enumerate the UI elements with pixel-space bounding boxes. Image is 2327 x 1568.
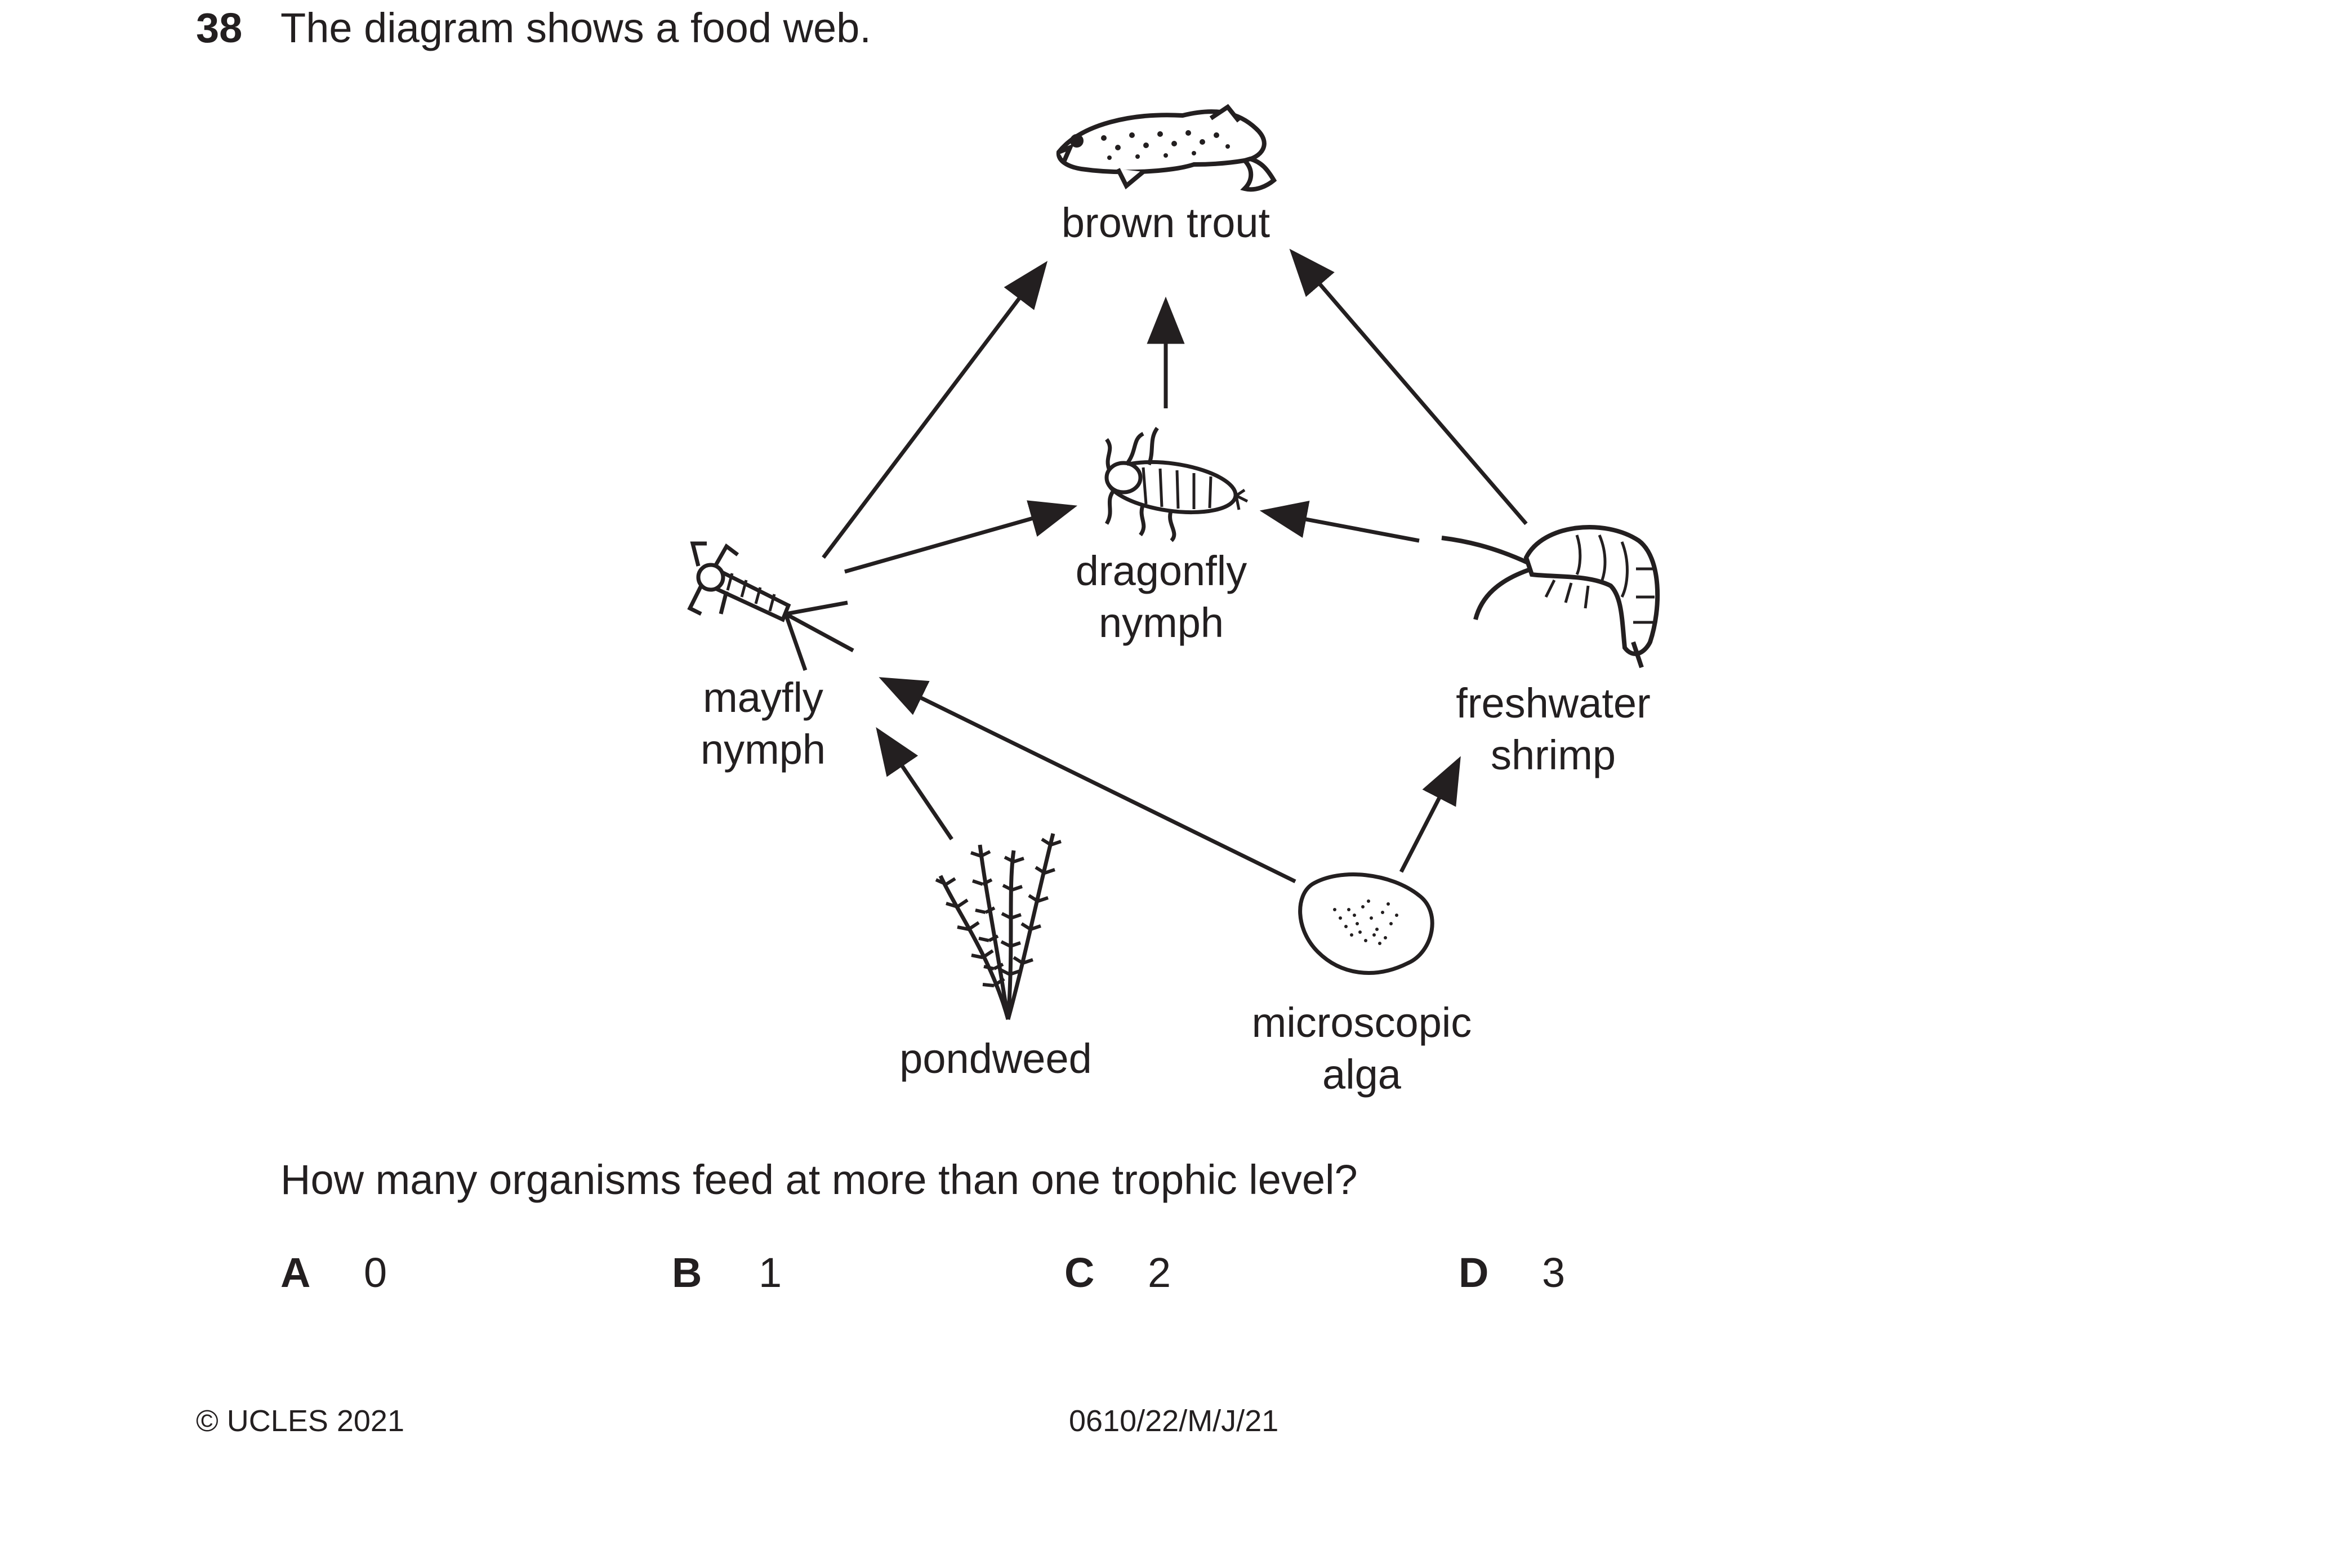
- label-alga-line1: microscopic: [1251, 999, 1472, 1046]
- label-alga-line2: alga: [1322, 1051, 1401, 1098]
- arrow-alga-to-shrimp: [1399, 756, 1461, 873]
- label-shrimp-line2: shrimp: [1490, 732, 1616, 778]
- option-b-letter[interactable]: B: [672, 1249, 702, 1296]
- microscopic-alga-icon: [1298, 872, 1434, 975]
- mayfly-nymph-icon: [687, 541, 854, 671]
- arrow-mayfly-to-dragonfly: [844, 500, 1078, 574]
- option-a-letter[interactable]: A: [280, 1249, 311, 1296]
- arrow-pondweed-to-mayfly: [876, 727, 953, 840]
- footer-copyright: © UCLES 2021: [196, 1404, 404, 1438]
- label-brown-trout: brown trout: [1061, 199, 1271, 246]
- label-mayfly-line2: nymph: [700, 726, 826, 773]
- arrow-shrimp-to-trout: [1289, 248, 1528, 525]
- label-pondweed: pondweed: [899, 1035, 1092, 1082]
- question-number: 38: [196, 5, 243, 51]
- option-c-letter[interactable]: C: [1064, 1249, 1095, 1296]
- label-dragonfly-line1: dragonfly: [1075, 547, 1247, 594]
- footer-paper-code: 0610/22/M/J/21: [1069, 1404, 1279, 1438]
- arrow-alga-to-mayfly: [879, 677, 1296, 884]
- option-d-letter[interactable]: D: [1459, 1249, 1489, 1296]
- label-mayfly-line1: mayfly: [703, 674, 823, 721]
- option-b-value[interactable]: 1: [759, 1249, 782, 1296]
- arrow-mayfly-to-trout: [822, 261, 1048, 559]
- label-dragonfly-line2: nymph: [1098, 599, 1224, 646]
- label-shrimp-line1: freshwater: [1456, 680, 1651, 727]
- option-a-value[interactable]: 0: [364, 1249, 387, 1296]
- pondweed-icon: [935, 833, 1062, 1020]
- dragonfly-nymph-icon: [1104, 426, 1249, 542]
- brown-trout-icon: [1056, 104, 1277, 192]
- arrow-shrimp-to-dragonfly: [1259, 501, 1420, 543]
- question-prompt: How many organisms feed at more than one…: [280, 1156, 1358, 1203]
- freshwater-shrimp-icon: [1441, 525, 1660, 669]
- option-c-value[interactable]: 2: [1148, 1249, 1171, 1296]
- option-d-value[interactable]: 3: [1542, 1249, 1566, 1296]
- question-intro: The diagram shows a food web.: [280, 5, 871, 51]
